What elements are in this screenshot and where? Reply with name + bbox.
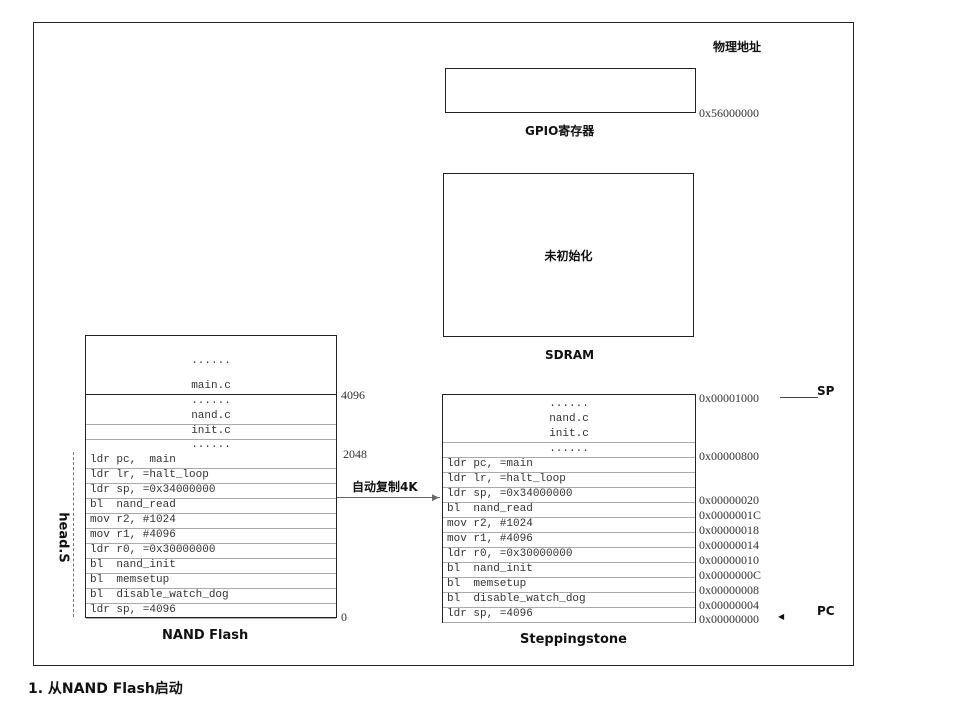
nand-offset-2048: 2048 — [343, 447, 367, 461]
gpio-box — [445, 68, 696, 113]
code-line: bl memsetup — [443, 577, 695, 593]
code-line: ldr sp, =4096 — [443, 607, 695, 623]
ss-nand-c: nand.c — [549, 413, 589, 425]
arrow-head-icon: ▶ — [432, 493, 439, 503]
nand-dots: ...... — [191, 395, 231, 407]
address-label: 0x0000000C — [699, 568, 762, 582]
code-line: bl nand_read — [86, 498, 336, 514]
pc-label: PC — [817, 604, 835, 618]
address-label: 0x00000010 — [699, 553, 759, 567]
ss-init-c: init.c — [443, 427, 695, 443]
nand-nand-c: nand.c — [86, 409, 336, 425]
diagram-frame — [33, 22, 854, 666]
head-s-brace — [73, 452, 82, 617]
gpio-address: 0x56000000 — [699, 106, 759, 120]
code-line: mov r2, #1024 — [86, 513, 336, 529]
nand-offset-4096: 4096 — [341, 388, 365, 402]
nand-dots: ...... — [191, 439, 231, 451]
code-line: mov r1, #4096 — [443, 532, 695, 548]
nand-flash-label: NAND Flash — [162, 628, 249, 643]
copy-label: 自动复制4K — [352, 480, 418, 494]
code-line: ldr pc, =main — [443, 457, 695, 473]
gpio-label: GPIO寄存器 — [525, 124, 595, 138]
address-label: 0x00000800 — [699, 449, 759, 463]
code-line: ldr lr, =halt_loop — [443, 472, 695, 488]
address-label: 0x00000018 — [699, 523, 759, 537]
sdram-label: SDRAM — [545, 348, 595, 362]
code-line: ldr lr, =halt_loop — [86, 468, 336, 484]
steppingstone-label: Steppingstone — [520, 632, 627, 647]
sdram-box: 未初始化 — [443, 173, 694, 337]
address-label: 0x00000014 — [699, 538, 759, 552]
nand-dots: ...... — [191, 355, 231, 367]
pc-arrow-icon: ◀ — [778, 612, 785, 621]
ss-dots: ...... — [549, 398, 589, 410]
ss-dots: ...... — [443, 442, 695, 458]
code-line: bl disable_watch_dog — [443, 592, 695, 608]
code-line: ldr r0, =0x30000000 — [86, 543, 336, 559]
sp-label: SP — [817, 384, 835, 398]
nand-init-c: init.c — [86, 424, 336, 440]
address-label: 0x0000001C — [699, 508, 762, 522]
physical-address-title: 物理地址 — [713, 40, 762, 54]
code-line: ldr sp, =4096 — [86, 603, 336, 619]
code-line: bl disable_watch_dog — [86, 588, 336, 604]
address-label: 0x00000004 — [699, 598, 759, 612]
sdram-content: 未初始化 — [544, 248, 593, 263]
code-line: ldr sp, =0x34000000 — [86, 483, 336, 499]
nand-main-c: main.c — [86, 379, 336, 395]
head-s-label: head.S — [55, 512, 71, 563]
copy-arrow — [337, 497, 440, 498]
steppingstone-box: ...... nand.c init.c ...... ldr pc, =mai… — [442, 394, 696, 623]
nand-flash-box: ...... main.c ...... nand.c init.c .....… — [85, 335, 337, 619]
caption: 1. 从NAND Flash启动 — [28, 681, 183, 697]
code-line: bl nand_init — [443, 562, 695, 578]
address-label: 0x00000000 — [699, 612, 759, 626]
code-line: bl nand_init — [86, 558, 336, 574]
address-label: 0x00000008 — [699, 583, 759, 597]
code-line: ldr r0, =0x30000000 — [443, 547, 695, 563]
code-line: ldr pc, main — [86, 453, 336, 469]
nand-offset-0: 0 — [341, 610, 347, 624]
code-line: bl nand_read — [443, 502, 695, 518]
code-line: mov r1, #4096 — [86, 528, 336, 544]
address-label: 0x00000020 — [699, 493, 759, 507]
code-line: bl memsetup — [86, 573, 336, 589]
sp-arrow — [780, 397, 818, 398]
address-label: 0x00001000 — [699, 391, 759, 405]
code-line: mov r2, #1024 — [443, 517, 695, 533]
code-line: ldr sp, =0x34000000 — [443, 487, 695, 503]
